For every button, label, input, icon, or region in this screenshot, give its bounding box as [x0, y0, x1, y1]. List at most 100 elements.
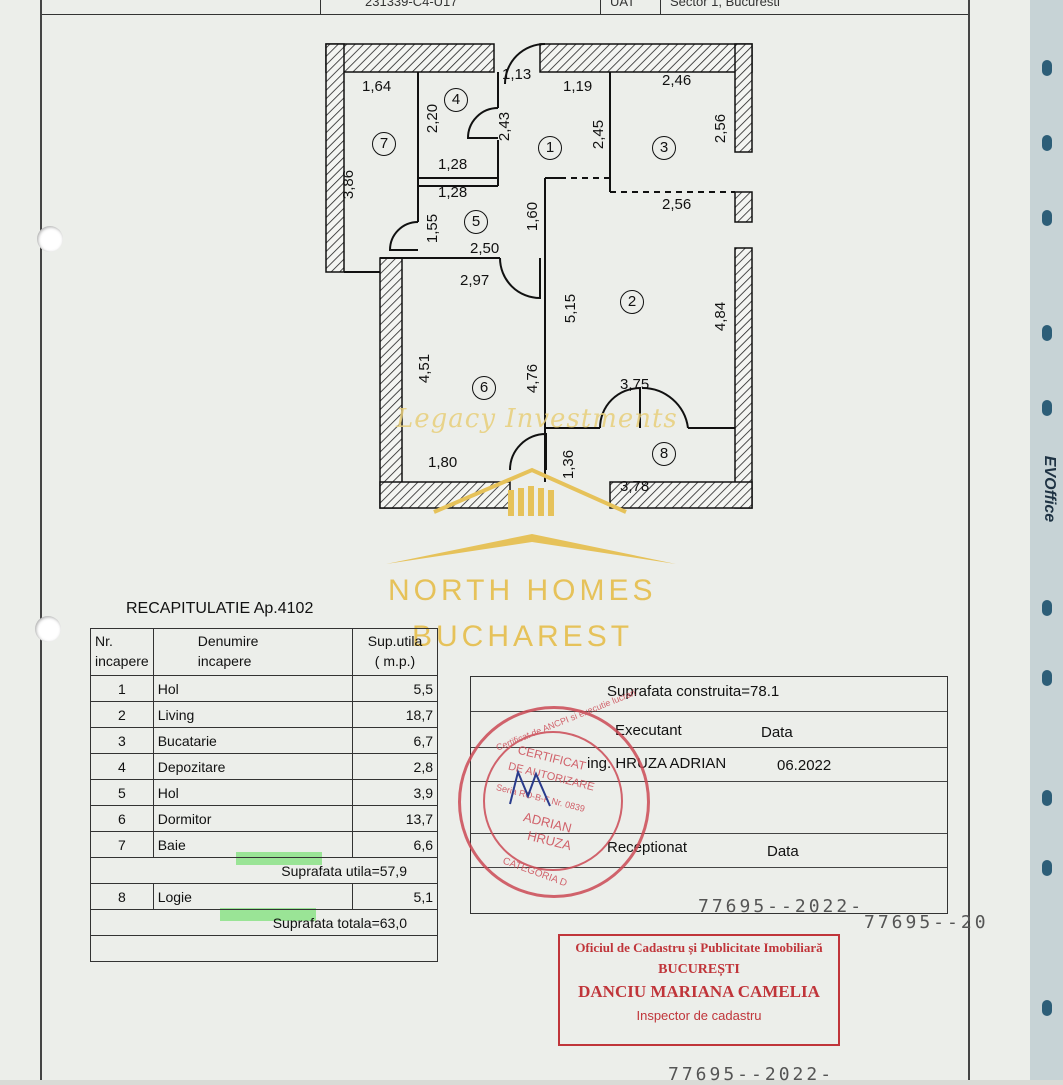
- dimension-label: 1,19: [563, 78, 593, 95]
- cadastre-stamp-line4: Inspector de cadastru: [636, 1008, 762, 1023]
- row-area: 6,6: [352, 831, 438, 858]
- room-number: 2: [620, 290, 644, 314]
- signature: [509, 768, 551, 807]
- row-nr: 6: [90, 805, 154, 832]
- grand-total: Suprafata totala=63,0: [90, 909, 438, 936]
- reg-number: 77695--2022-: [698, 896, 865, 917]
- room-number: 5: [464, 210, 488, 234]
- cadastre-stamp-line2: BUCUREȘTI: [658, 962, 740, 977]
- watermark-brand-line2: BUCHAREST: [412, 620, 634, 653]
- room-number: 1: [538, 136, 562, 160]
- wall: [325, 43, 345, 273]
- wall: [734, 191, 753, 223]
- cadastre-stamp-line3: DANCIU MARIANA CAMELIA: [578, 982, 820, 1001]
- built-area: Suprafata construita=78.1: [607, 683, 780, 700]
- dimension-label: 1,60: [524, 201, 542, 232]
- row-name: Hol: [152, 675, 354, 702]
- row-area: 2,8: [352, 753, 438, 780]
- binder-sleeve: EVOffice: [1030, 0, 1063, 1080]
- row-area: 3,9: [352, 779, 438, 806]
- header-strip: [40, 0, 970, 15]
- receptionat-data-label: Data: [767, 843, 799, 860]
- watermark-script: Legacy Investments: [396, 404, 678, 434]
- dimension-label: 4,51: [416, 353, 434, 384]
- row-nr: 5: [90, 779, 154, 806]
- header-area-line2: ( m.p.): [374, 653, 416, 669]
- box-divider: [471, 781, 947, 782]
- dimension-label: 2,45: [590, 119, 608, 150]
- row-name: Bucatarie: [152, 727, 354, 754]
- watermark-brand-line1: NORTH HOMES: [388, 574, 657, 607]
- round-stamp-inner: [483, 731, 623, 871]
- useful-total: Suprafata utila=57,9: [90, 857, 438, 884]
- room-number: 4: [444, 88, 468, 112]
- table-header-row: Nr. incapere Denumire incapere Sup.utila…: [90, 628, 438, 676]
- row-nr: 8: [90, 883, 154, 910]
- dimension-label: 1,13: [502, 66, 532, 83]
- door-swing: [509, 432, 547, 471]
- dimension-label: 3,86: [340, 169, 358, 200]
- recap-table: Nr. incapere Denumire incapere Sup.utila…: [90, 628, 438, 962]
- dimension-label: 3,78: [620, 478, 650, 495]
- room-number: 6: [472, 376, 496, 400]
- binder-hole: [1042, 1000, 1052, 1016]
- room-number: 3: [652, 136, 676, 160]
- dimension-label: 1,55: [424, 213, 442, 244]
- room-number: 7: [372, 132, 396, 156]
- right-border: [968, 0, 970, 1080]
- header-nr-line2: incapere: [95, 653, 149, 669]
- row-name: Logie: [152, 883, 354, 910]
- left-border: [40, 0, 42, 1080]
- dimension-label: 2,50: [470, 240, 500, 257]
- header-nr-line1: Nr.: [95, 633, 113, 649]
- binder-hole: [1042, 400, 1052, 416]
- dimension-label: 4,76: [524, 363, 542, 394]
- row-area: 13,7: [352, 805, 438, 832]
- wall: [734, 43, 753, 153]
- dimension-label: 1,28: [438, 184, 468, 201]
- binder-hole: [1042, 600, 1052, 616]
- door-swing: [388, 221, 419, 251]
- header-divider: [320, 0, 321, 14]
- binder-hole: [1042, 135, 1052, 151]
- binder-hole: [1042, 210, 1052, 226]
- row-name: Hol: [152, 779, 354, 806]
- row-name: Depozitare: [152, 753, 354, 780]
- box-divider: [471, 711, 947, 712]
- header-sector: Sector 1, Bucuresti: [670, 0, 780, 9]
- dimension-label: 2,97: [460, 272, 490, 289]
- wall: [379, 481, 511, 509]
- row-nr: 1: [90, 675, 154, 702]
- row-area: 6,7: [352, 727, 438, 754]
- header-name-line2: incapere: [197, 653, 252, 669]
- dimension-label: 2,43: [496, 111, 514, 142]
- recap-title: RECAPITULATIE Ap.4102: [126, 600, 314, 617]
- wall: [609, 481, 753, 509]
- executant-label: Executant: [615, 722, 682, 739]
- header-divider: [660, 0, 661, 14]
- dimension-label: 5,15: [562, 293, 580, 324]
- reg-number: 77695--2022-: [668, 1064, 835, 1085]
- row-nr: 2: [90, 701, 154, 728]
- punch-hole: [35, 616, 61, 642]
- binder-hole: [1042, 790, 1052, 806]
- row-area: 18,7: [352, 701, 438, 728]
- binder-hole: [1042, 325, 1052, 341]
- header-divider: [600, 0, 601, 14]
- data-label: Data: [761, 724, 793, 741]
- row-nr: 4: [90, 753, 154, 780]
- document-sheet: 231339-C4-U17 UAT Sector 1, Bucuresti: [0, 0, 1030, 1085]
- header-area: Sup.utila ( m.p.): [352, 628, 438, 676]
- cadastre-stamp-line1: Oficiul de Cadastru și Publicitate Imobi…: [575, 940, 823, 955]
- door-swing: [641, 386, 689, 429]
- cadastre-stamp: Oficiul de Cadastru și Publicitate Imobi…: [558, 934, 840, 1046]
- row-nr: 7: [90, 831, 154, 858]
- row-area: 5,1: [352, 883, 438, 910]
